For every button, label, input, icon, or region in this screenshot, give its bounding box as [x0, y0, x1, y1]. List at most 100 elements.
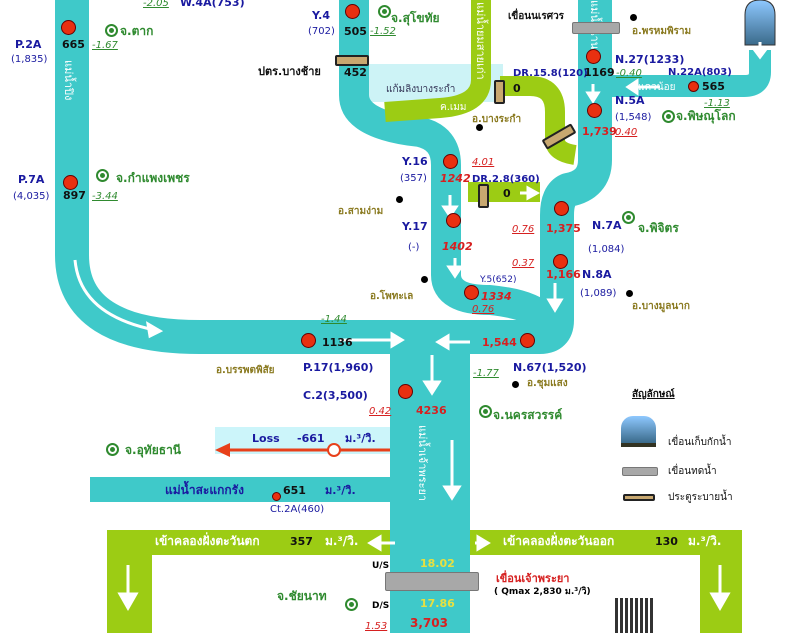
- n7a-change: 0.76: [512, 224, 535, 235]
- nan-river: [430, 0, 612, 354]
- phitsanulok-label: จ.พิษณุโลก: [676, 109, 736, 123]
- n8a-flow: 1,166: [546, 268, 581, 281]
- bang-chai-gate-label: ปตร.บางช้าย: [258, 65, 321, 78]
- east-canal-unit: ม.³/วิ.: [688, 534, 722, 548]
- n22a-change: -1.13: [704, 98, 730, 109]
- y17-capacity: (-): [408, 242, 420, 253]
- y16-change: 4.01: [472, 157, 495, 168]
- legend-diversion-dam: เขื่อนทดน้ำ: [668, 466, 717, 477]
- province-icon: [345, 598, 358, 611]
- diversion-dam-icon: [622, 467, 658, 476]
- storage-dam-icon: [621, 416, 656, 447]
- province-icon: [479, 405, 492, 418]
- chao-phraya-dam-label: เขื่อนเจ้าพระยา: [496, 572, 570, 585]
- station-marker: [587, 103, 602, 118]
- west-canal-value: 357: [290, 535, 313, 548]
- n22a-code: N.22A(803): [668, 67, 732, 78]
- n27-code: N.27(1233): [615, 53, 685, 66]
- y4-change: -1.52: [370, 26, 396, 37]
- n5a-capacity: (1,548): [615, 112, 652, 123]
- province-icon: [622, 211, 635, 224]
- naresuan-label: เขื่อนนเรศวร: [508, 11, 565, 22]
- tak-label: จ.ตาก: [120, 24, 154, 38]
- y4-flow: 505: [344, 25, 367, 38]
- station-marker: [553, 254, 568, 269]
- province-icon: [662, 110, 675, 123]
- bang-mun-label: อ.บางมูลนาก: [632, 301, 690, 312]
- diversion-dam-icon: [385, 572, 479, 591]
- dr158-flow: 0: [513, 82, 521, 95]
- y5-flow: 1334: [481, 290, 512, 303]
- ct2a-flow: 651: [283, 484, 306, 497]
- bang-rakam-label: อ.บางระกำ: [472, 114, 522, 125]
- y4-code: Y.4: [312, 9, 330, 22]
- ct2a-code: Ct.2A(460): [270, 504, 325, 515]
- y16-flow: 1242: [440, 172, 471, 185]
- chainat-label: จ.ชัยนาท: [277, 589, 327, 603]
- station-marker: [554, 201, 569, 216]
- w4a-change: -2.05: [143, 0, 169, 9]
- n67-flow: 1,544: [482, 336, 517, 349]
- dr28-code: DR.2.8(360): [472, 174, 540, 185]
- district-marker: [421, 276, 428, 283]
- chum-saeng-label: อ.ชุมแสง: [527, 378, 568, 389]
- uthai-label: จ.อุทัยธานี: [125, 443, 182, 457]
- p7a-code: P.7A: [18, 173, 45, 186]
- us-label: U/S: [372, 561, 390, 571]
- c2-change: 0.42: [369, 406, 392, 417]
- dr158-code: DR.15.8(120): [513, 68, 588, 79]
- p2a-change: -1.67: [92, 40, 118, 51]
- phrom-label: อ.พรหมพิราม: [632, 26, 692, 37]
- loss-unit: ม.³/วิ.: [345, 432, 376, 445]
- y5-code: Y.5(652): [480, 275, 517, 285]
- p2a-capacity: (1,835): [11, 54, 48, 65]
- pho-thale-label: อ.โพทะเล: [370, 291, 414, 302]
- n27-change: -0.40: [616, 68, 642, 79]
- w4a-code: W.4A(753): [180, 0, 245, 9]
- flow-arrows: [73, 42, 769, 612]
- c13-flow: 3,703: [410, 616, 448, 630]
- storage-dam-icon: [744, 0, 776, 46]
- sakae-unit: ม.³/วิ.: [325, 484, 356, 497]
- n8a-change: 0.37: [512, 258, 535, 269]
- station-marker: [586, 49, 601, 64]
- yom-old-label: แม่น้ำยมสายเก่า: [474, 2, 487, 80]
- n22a-flow: 565: [702, 80, 725, 93]
- district-marker: [476, 124, 483, 131]
- sam-ngam-label: อ.สามง่าม: [338, 206, 384, 217]
- y16-code: Y.16: [402, 155, 428, 168]
- east-canal: [470, 530, 742, 555]
- phichit-label: จ.พิจิตร: [638, 221, 679, 235]
- p7a-flow: 897: [63, 189, 86, 202]
- west-canal: [107, 530, 390, 555]
- kamphaeng-label: จ.กำแพงเพชร: [116, 171, 190, 185]
- district-marker: [396, 196, 403, 203]
- n27-flow: 1169: [584, 66, 615, 79]
- n8a-code: N.8A: [582, 268, 612, 281]
- n67-code: N.67(1,520): [513, 361, 587, 374]
- y17-code: Y.17: [402, 220, 428, 233]
- gate-icon: [478, 184, 489, 208]
- nakhon-sawan-label: จ.นครสวรรค์: [493, 408, 563, 422]
- p7a-change: -3.44: [92, 191, 118, 202]
- khlong-label: ค.เมม: [440, 102, 467, 113]
- province-icon: [96, 169, 109, 182]
- loss-value: -661: [297, 432, 325, 445]
- n5a-code: N.5A: [615, 94, 645, 107]
- y5-change: 0.76: [472, 304, 495, 315]
- p17-code: P.17(1,960): [303, 361, 374, 374]
- banphot-label: อ.บรรพตพิสัย: [216, 365, 275, 376]
- station-marker: [464, 285, 479, 300]
- bang-rakam-lake-label: แก้มลิงบางระกำ: [386, 84, 456, 95]
- c13-change: 1.53: [365, 621, 388, 632]
- province-icon: [105, 24, 118, 37]
- province-icon: [378, 5, 391, 18]
- n8a-capacity: (1,089): [580, 288, 617, 299]
- station-marker: [398, 384, 413, 399]
- ds-level: 17.86: [420, 597, 455, 610]
- gate-icon: [623, 494, 655, 501]
- ping-river-label: แม่น้ำปิง: [62, 60, 75, 101]
- us-level: 18.02: [420, 557, 455, 570]
- khwae-noi-river: [612, 50, 771, 97]
